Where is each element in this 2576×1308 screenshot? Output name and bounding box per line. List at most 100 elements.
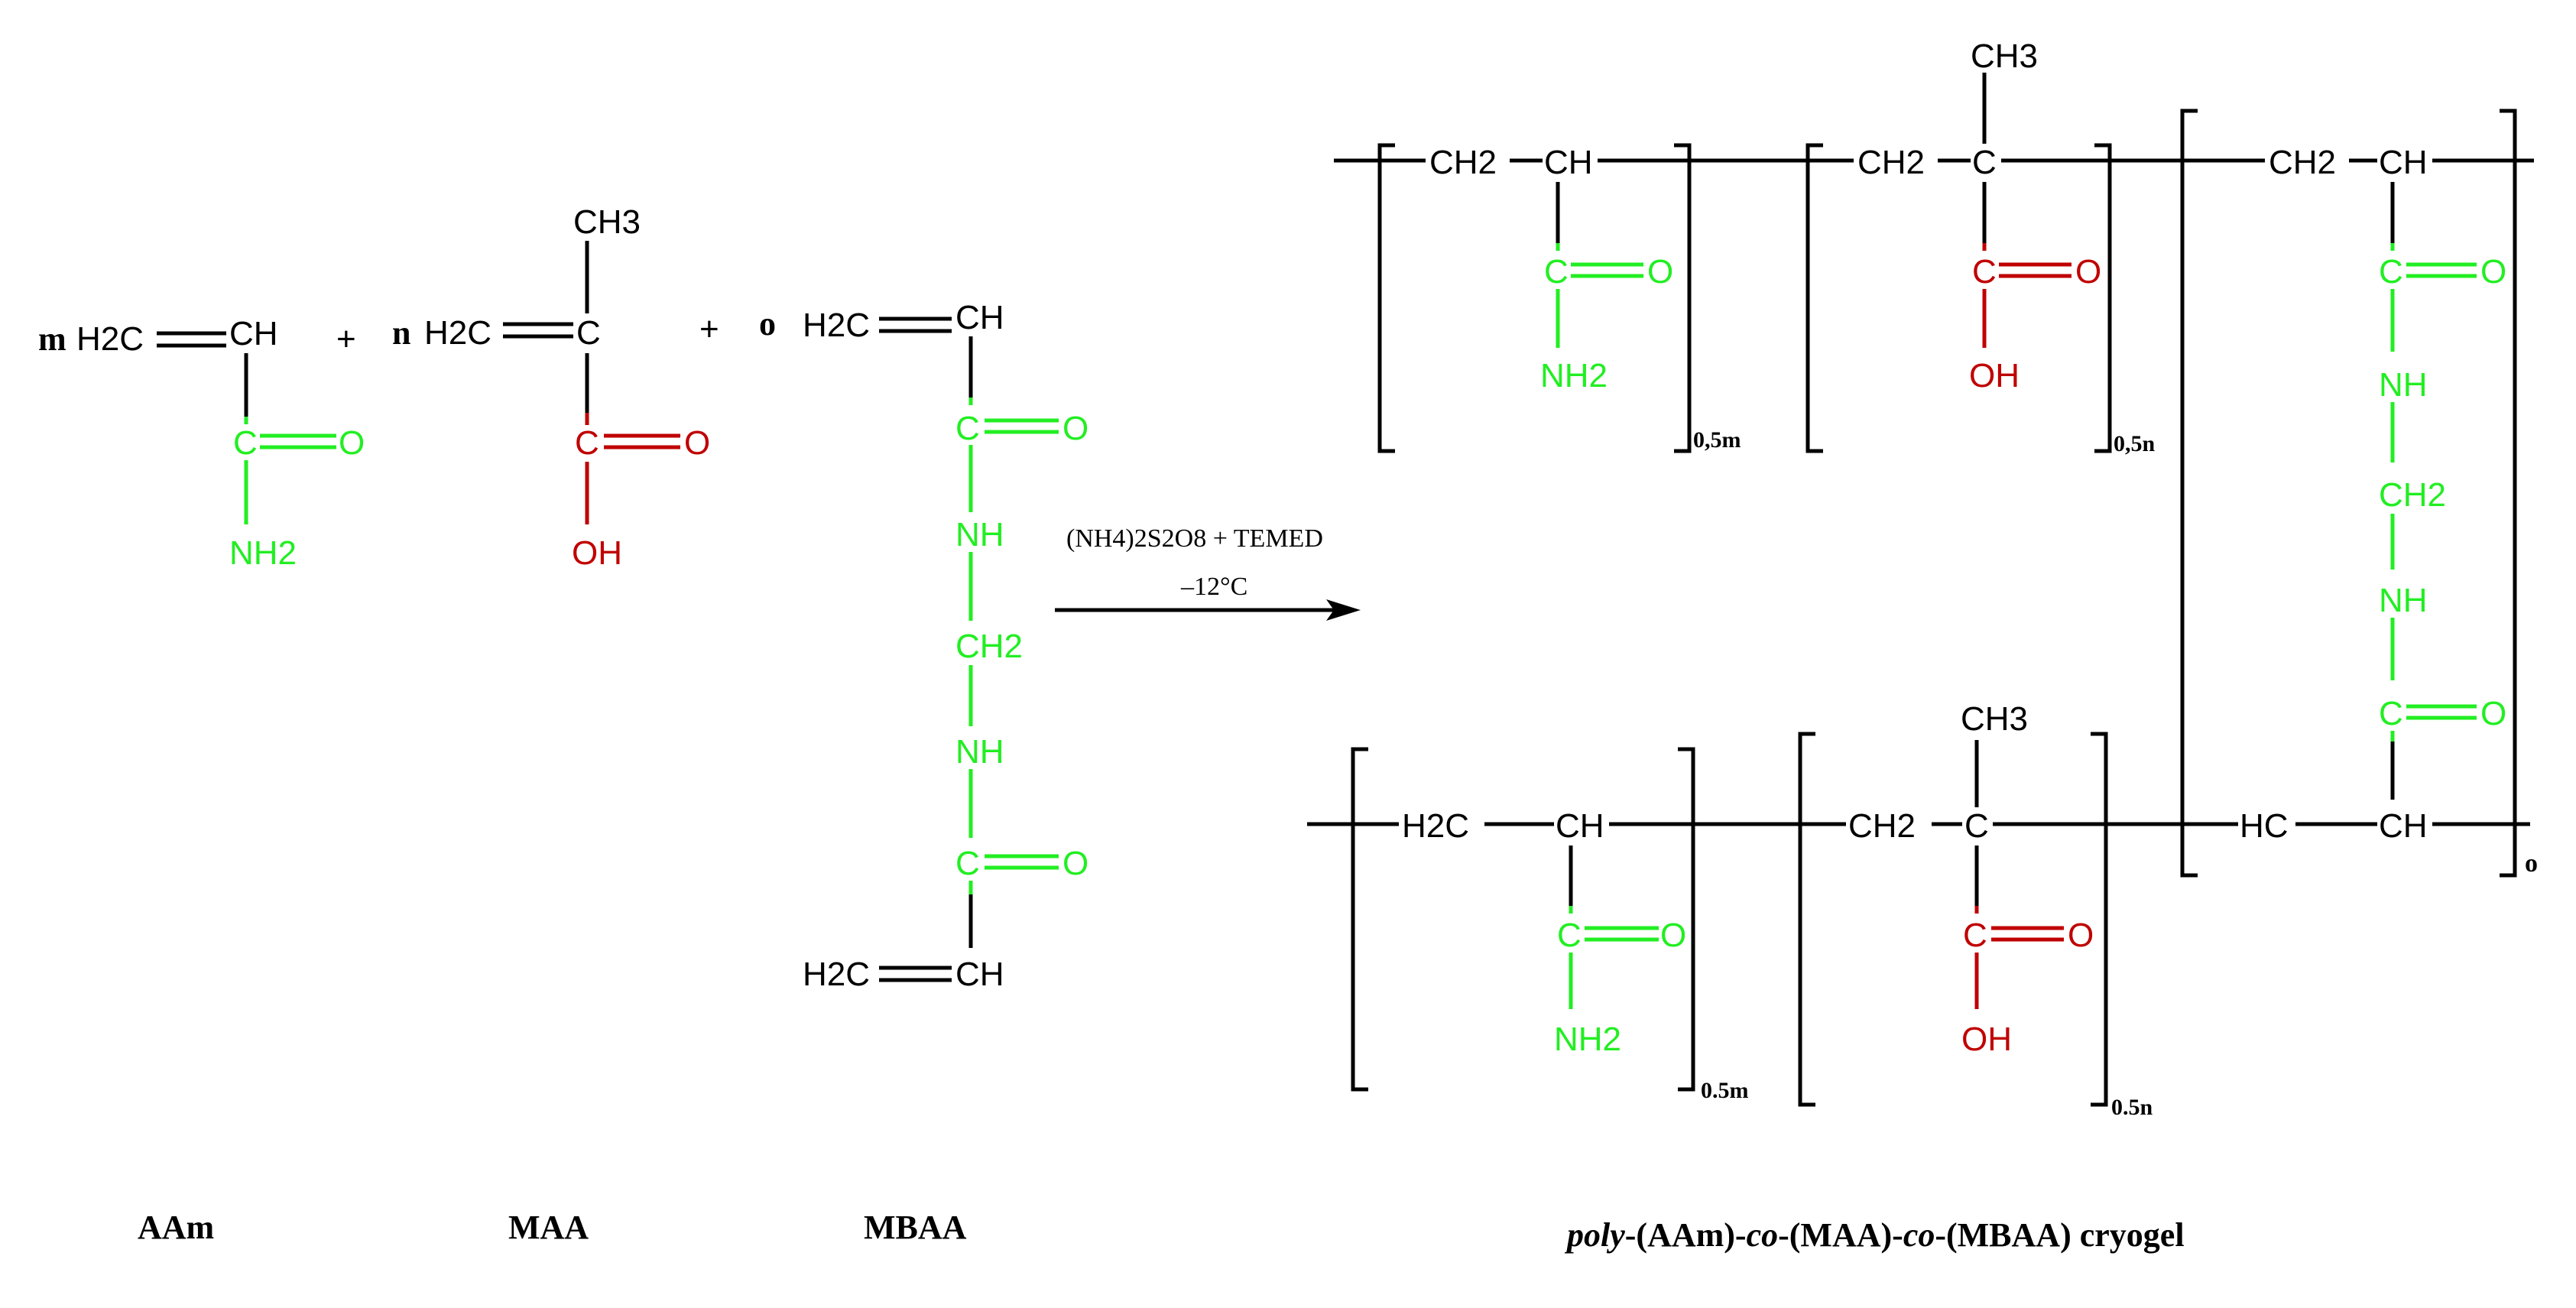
top-aam-carbonyl-c: C [1544,253,1569,290]
top-maa-ch3: CH3 [1971,37,2038,75]
initiator-label: (NH4)2S2O8 + TEMED [1066,524,1323,553]
top-aam-nh2: NH2 [1540,357,1608,394]
bottom-aam-ch-bg [1554,800,1609,845]
bottom-maa-c: C [1964,807,1989,845]
mbaa-carbonyl-c1: C [955,410,980,447]
top-mbaa-ch: CH [2379,144,2428,181]
aam-ch: CH [229,315,278,352]
product-top-row: CH2 CH C O NH2 0,5m CH2 C CH3 C O OH 0,5… [1334,37,2534,878]
maa-ch3: CH3 [573,203,641,241]
aam-carbonyl-o: O [339,424,365,462]
maa-coefficient: n [392,314,410,352]
top-aam-ch2-bg [1426,136,1510,182]
aam-carbonyl-c: C [233,424,258,462]
bottom-aam-ch: CH [1556,807,1604,845]
aam-h2c: H2C [76,320,144,358]
mbaa-coefficient: o [759,305,776,342]
top-aam-ch2: CH2 [1429,144,1497,181]
mbaa-ch-bottom: CH [955,956,1004,993]
mbaa-bracket-right [2500,109,2517,878]
mbaa-nh1: NH [955,516,1004,553]
reaction-arrow: (NH4)2S2O8 + TEMED –12°C [1055,524,1361,621]
top-maa-ch2-bg [1854,136,1938,182]
bottom-aam-carbonyl-c: C [1557,917,1582,954]
top-aam-bracket-left [1377,143,1395,453]
top-maa-ch2: CH2 [1857,144,1925,181]
temperature-label: –12°C [1180,573,1247,601]
bottom-mbaa-ch-bg [2377,800,2432,845]
maa-carbonyl-o: O [684,424,710,462]
top-aam-ch-bg [1543,136,1598,182]
bottom-aam-carbonyl-o: O [1660,917,1686,954]
mbaa-name-label: MBAA [864,1209,967,1246]
bottom-mbaa-ch: CH [2379,807,2428,845]
maa-oh: OH [572,534,622,572]
mbaa-ch2: CH2 [955,628,1023,665]
top-maa-bracket-left [1805,143,1823,453]
bottom-maa-bracket-left [1798,732,1815,1107]
mbaa-link-carbonyl-c2: C [2379,695,2403,732]
bottom-maa-ch3: CH3 [1961,700,2028,738]
mbaa-h2c-bottom: H2C [803,956,870,993]
bottom-mbaa-hc: HC [2240,807,2289,845]
mbaa-carbonyl-c2: C [955,845,980,882]
product-label-part2: -(MAA)- [1778,1216,1903,1254]
mbaa-carbonyl-o1: O [1063,410,1088,447]
product-label-co2: co [1903,1216,1935,1254]
aam-nh2: NH2 [229,534,297,572]
plus-sign-1: + [336,320,356,358]
top-maa-bracket-right [2094,143,2112,453]
bottom-maa-subscript: 0.5n [2111,1095,2153,1120]
mbaa-link-nh1: NH [2379,366,2428,404]
mbaa-carbonyl-o2: O [1063,845,1088,882]
arrow-head [1326,599,1361,621]
aam-monomer: m H2C CH C O NH2 AAm [38,315,365,1246]
maa-h2c: H2C [424,314,492,352]
mbaa-nh2: NH [955,733,1004,771]
bottom-aam-subscript: 0.5m [1701,1078,1749,1103]
top-maa-subscript: 0,5n [2114,431,2156,456]
mbaa-link-carbonyl-c1: C [2379,253,2403,290]
bottom-aam-bracket-right [1678,747,1695,1092]
top-maa-c: C [1972,144,1997,181]
top-mbaa-ch2: CH2 [2269,144,2336,181]
bottom-mbaa-hc-bg [2238,800,2295,845]
aam-coefficient: m [38,320,67,358]
top-maa-carbonyl-o: O [2075,253,2101,290]
bottom-aam-h2c: H2C [1402,807,1469,845]
maa-name-label: MAA [508,1209,589,1246]
product-bottom-row: H2C CH C O NH2 0.5m CH2 C CH3 C O OH 0.5… [1307,700,2538,1120]
mbaa-monomer: + o H2C CH C O NH CH2 NH C O H2C CH MBAA [699,299,1088,1246]
product-label-part3: -(MBAA) cryogel [1935,1216,2184,1254]
top-maa-carbonyl-c: C [1972,253,1997,290]
maa-carbonyl-c: C [575,424,599,462]
product-label-co1: co [1747,1216,1779,1254]
mbaa-link-carbonyl-o1: O [2480,253,2506,290]
bottom-maa-bracket-right [2091,732,2108,1107]
product-name-label: poly-(AAm)-co-(MAA)-co-(MBAA) cryogel [1564,1216,2185,1254]
bottom-maa-oh: OH [1961,1021,2012,1058]
top-aam-bracket-right [1674,143,1692,453]
top-mbaa-ch2-bg [2265,136,2349,182]
mbaa-link-carbonyl-o2: O [2480,695,2506,732]
maa-c: C [576,314,601,352]
maa-monomer: + n H2C C CH3 C O OH MAA [336,203,710,1246]
bottom-maa-carbonyl-c: C [1963,917,1987,954]
top-aam-ch: CH [1544,144,1593,181]
bottom-aam-h2c-bg [1399,800,1484,845]
mbaa-bracket-left [2180,109,2198,878]
bottom-maa-ch2: CH2 [1848,807,1916,845]
mbaa-link-ch2: CH2 [2379,476,2446,514]
aam-name-label: AAm [138,1209,214,1246]
top-aam-subscript: 0,5m [1693,427,1741,453]
top-aam-carbonyl-o: O [1647,253,1673,290]
mbaa-link-nh2: NH [2379,582,2428,619]
mbaa-h2c-top: H2C [803,307,870,344]
top-mbaa-ch-bg [2377,136,2432,182]
bottom-maa-carbonyl-o: O [2068,917,2094,954]
mbaa-ch-top: CH [955,299,1004,336]
bottom-aam-bracket-left [1351,747,1368,1092]
initiator-text: (NH4)2S2O8 + TEMED [1066,524,1323,553]
top-maa-oh: OH [1969,357,2020,394]
plus-sign-2: + [699,310,719,348]
